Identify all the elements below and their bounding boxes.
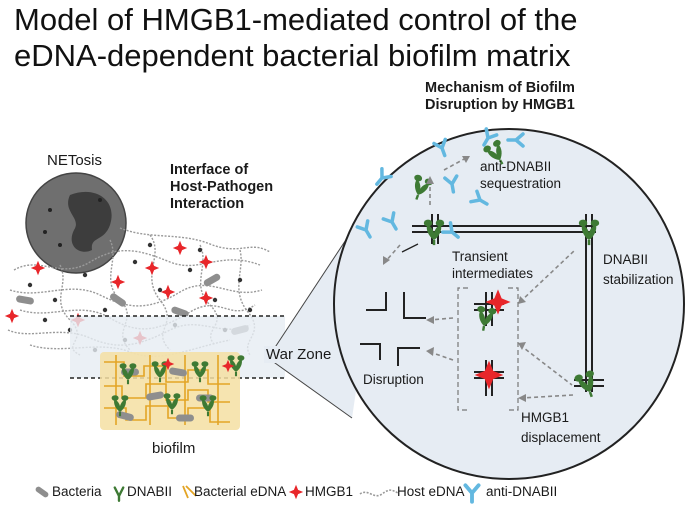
disruption-label: Disruption xyxy=(363,372,424,387)
mechanism-circle xyxy=(333,128,685,480)
stabilization-line-1: DNABII xyxy=(603,252,649,267)
legend-anti-dnabii: anti-DNABII xyxy=(486,484,558,499)
interface-label: Interface of Host-Pathogen Interaction xyxy=(170,162,273,213)
arrow-heads xyxy=(383,156,526,402)
netosis-label: NETosis xyxy=(47,152,103,169)
legend-hmgb1: HMGB1 xyxy=(305,484,354,499)
sequestration-line-1: anti-DNABII xyxy=(480,159,552,174)
interface-line-2: Host-Pathogen xyxy=(170,179,274,195)
transient-line-1: Transient xyxy=(452,249,508,264)
biofilm-block xyxy=(100,352,245,430)
mechanism-title-line-1: Mechanism of Biofilm xyxy=(425,80,575,96)
stabilization-label: DNABII stabilization xyxy=(603,250,674,290)
transient-box xyxy=(457,287,519,411)
title-line-2: eDNA-dependent bacterial biofilm matrix xyxy=(14,38,571,73)
figure-title: Model of HMGB1-mediated control of the e… xyxy=(14,2,577,74)
legend-bacteria: Bacteria xyxy=(52,484,102,499)
inhibition-line xyxy=(401,243,419,253)
process-arrows xyxy=(384,157,576,399)
legend-dnabii: DNABII xyxy=(127,484,173,499)
transient-label: Transient intermediates xyxy=(452,248,533,282)
sequestration-label: anti-DNABII sequestration xyxy=(480,158,561,192)
war-zone-label: War Zone xyxy=(264,346,334,363)
stabilization-line-2: stabilization xyxy=(603,272,674,287)
netosis-cell xyxy=(25,172,127,274)
legend-host-edna: Host eDNA xyxy=(397,484,465,499)
mechanism-title: Mechanism of Biofilm Disruption by HMGB1 xyxy=(425,80,575,114)
interface-line-1: Interface of xyxy=(170,162,249,178)
transient-line-2: intermediates xyxy=(452,266,534,281)
sequestration-line-2: sequestration xyxy=(480,176,562,191)
legend-bacterial-edna: Bacterial eDNA xyxy=(194,484,287,499)
displacement-label: HMGB1 displacement xyxy=(521,408,601,448)
mechanism-title-line-2: Disruption by HMGB1 xyxy=(425,97,575,113)
interface-line-3: Interaction xyxy=(170,196,245,212)
biofilm-label: biofilm xyxy=(152,440,196,457)
displacement-line-1: HMGB1 xyxy=(521,410,570,425)
title-line-1: Model of HMGB1-mediated control of the xyxy=(14,2,578,37)
displacement-line-2: displacement xyxy=(521,430,601,445)
disrupted-strands xyxy=(360,292,426,366)
legend-icons xyxy=(34,483,481,504)
